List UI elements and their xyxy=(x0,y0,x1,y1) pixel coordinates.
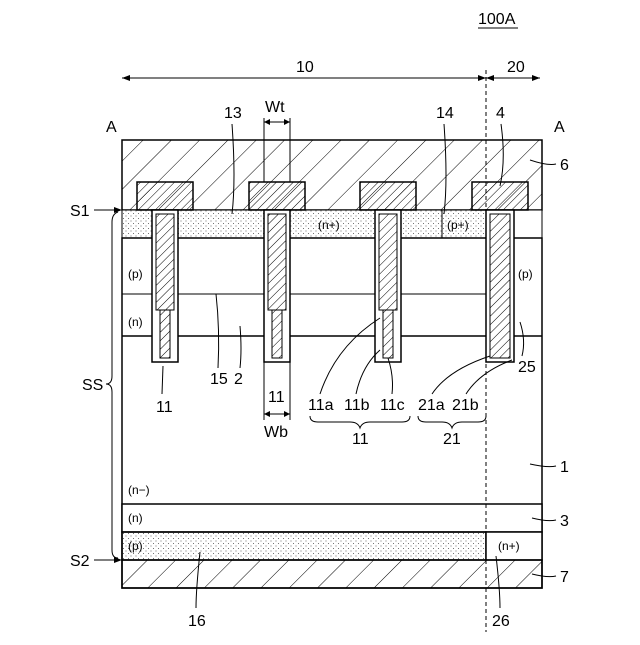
wb-label: Wb xyxy=(264,424,288,441)
gate-cap-4 xyxy=(472,182,528,210)
trench-3 xyxy=(360,182,416,362)
leader-1 xyxy=(530,464,556,467)
label-21b: 21b xyxy=(452,397,479,414)
group-21-brace xyxy=(418,416,486,428)
leader-2 xyxy=(240,326,241,368)
group-label-11: 11 xyxy=(352,431,369,448)
gate-cap-1 xyxy=(137,182,193,210)
label-21a: 21a xyxy=(418,397,445,414)
label-2: 2 xyxy=(234,371,243,388)
region-p-right: (p) xyxy=(518,267,533,281)
region-p-bottom: (p) xyxy=(128,539,143,553)
label-s1: S1 xyxy=(70,203,90,220)
n-buffer-layer-3 xyxy=(122,504,542,532)
region-p-left: (p) xyxy=(128,267,143,281)
region-n-minus: (n−) xyxy=(128,483,150,497)
region-20-label: 20 xyxy=(507,59,525,76)
label-16: 16 xyxy=(188,613,206,630)
group-label-21: 21 xyxy=(443,431,461,448)
arrow-right-icon xyxy=(478,75,486,81)
trench-gate-4 xyxy=(490,214,510,358)
gate-cap-2 xyxy=(249,182,305,210)
arrow-left-icon xyxy=(264,119,270,125)
figure-label: 100A xyxy=(478,11,516,28)
arrow-left-icon xyxy=(122,75,130,81)
leader-11a xyxy=(320,318,380,394)
bottom-electrode-layer-7 xyxy=(122,560,542,588)
arrow-left-icon xyxy=(486,75,494,81)
trench-1 xyxy=(137,182,193,362)
arrow-right-icon xyxy=(532,75,540,81)
region-n-left: (n) xyxy=(128,315,143,329)
arrow-right-icon xyxy=(284,411,290,417)
label-11c: 11c xyxy=(380,397,405,414)
trench-label-11-second: 11 xyxy=(268,389,285,406)
trench-2 xyxy=(249,182,305,362)
section-label-right: A xyxy=(554,119,565,136)
group-11-brace xyxy=(310,416,410,428)
leader-11-first xyxy=(162,366,163,394)
trench-label-11-first: 11 xyxy=(156,399,173,416)
ss-brace xyxy=(106,212,118,558)
region-p-plus: (p+) xyxy=(447,218,469,232)
label-11b: 11b xyxy=(344,397,370,414)
leader-25 xyxy=(520,322,524,356)
leader-11c xyxy=(388,358,393,394)
label-13: 13 xyxy=(224,105,242,122)
leader-21a xyxy=(432,356,490,394)
trench-gate-lower-2 xyxy=(272,310,282,358)
label-ss: SS xyxy=(82,377,103,394)
label-s2: S2 xyxy=(70,553,90,570)
leader-15 xyxy=(216,294,219,368)
trench-gate-lower-3 xyxy=(383,310,393,358)
section-label-left: A xyxy=(106,119,117,136)
leader-21b xyxy=(466,360,512,394)
label-7: 7 xyxy=(560,569,569,586)
wt-label: Wt xyxy=(265,99,285,116)
label-4: 4 xyxy=(496,105,505,122)
label-14: 14 xyxy=(436,105,454,122)
arrow-right-icon xyxy=(284,119,290,125)
trench-gate-lower-1 xyxy=(160,310,170,358)
label-26: 26 xyxy=(492,613,510,630)
trench-gate-upper-3 xyxy=(379,214,397,310)
gate-cap-3 xyxy=(360,182,416,210)
trench-gate-upper-1 xyxy=(156,214,174,310)
region-n-buffer: (n) xyxy=(128,511,143,525)
label-15: 15 xyxy=(210,371,228,388)
region-n-plus: (n+) xyxy=(318,218,340,232)
label-3: 3 xyxy=(560,513,569,530)
arrow-left-icon xyxy=(264,411,270,417)
label-1: 1 xyxy=(560,459,569,476)
trench-gate-upper-2 xyxy=(268,214,286,310)
label-25: 25 xyxy=(518,359,536,376)
label-11a: 11a xyxy=(308,397,334,414)
region-10-label: 10 xyxy=(296,59,314,76)
region-n-plus-bottom: (n+) xyxy=(498,539,520,553)
label-6: 6 xyxy=(560,157,569,174)
p-collector-layer-16 xyxy=(122,532,486,560)
